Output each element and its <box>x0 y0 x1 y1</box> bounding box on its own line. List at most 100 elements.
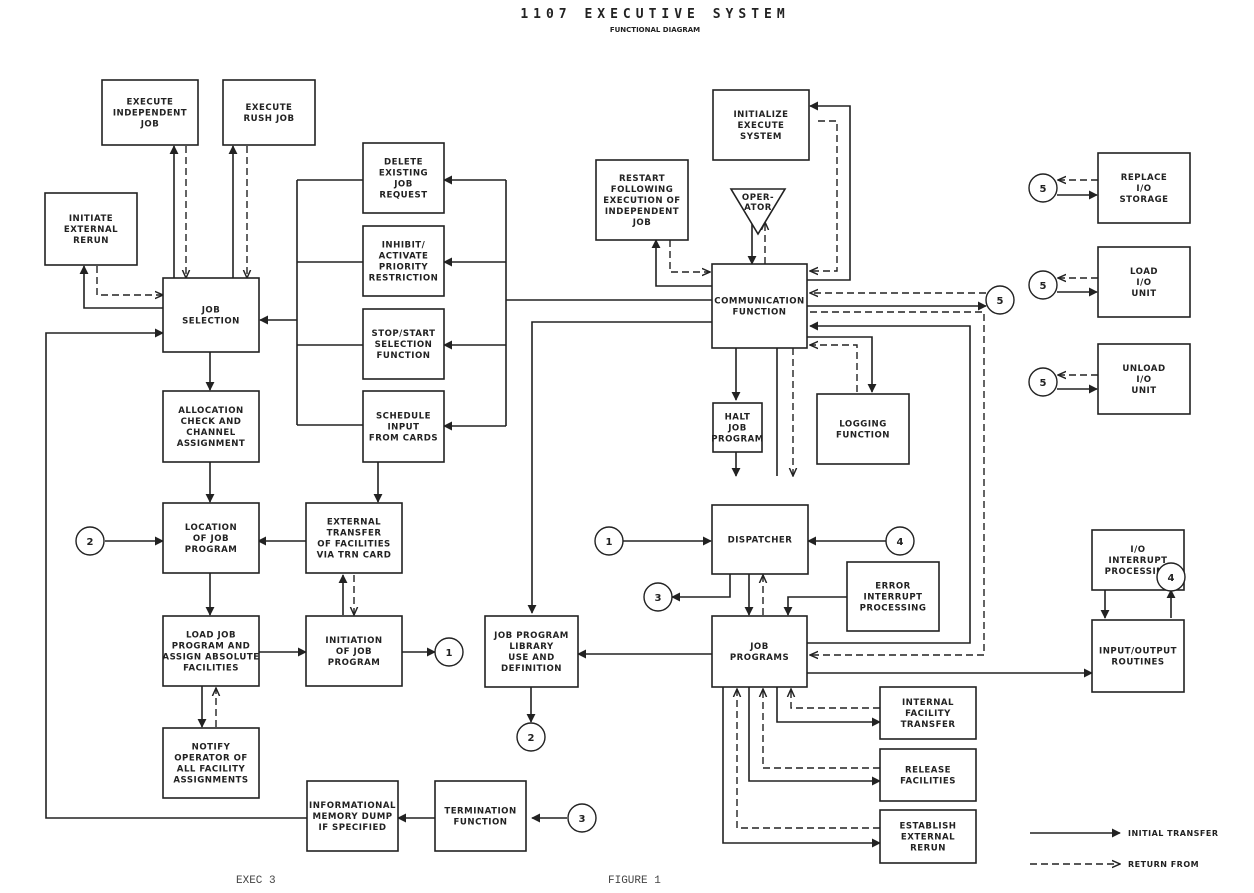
diagram-title: 1107 EXECUTIVE SYSTEM <box>520 7 789 22</box>
box-frame <box>101 79 199 146</box>
box-label-line: FROM CARDS <box>369 434 438 444</box>
operator-triangle[interactable]: OPER- ATOR <box>729 188 787 236</box>
footer-exec: EXEC 3 <box>236 875 276 887</box>
box-label-line: FUNCTION <box>454 818 508 828</box>
box-frame <box>362 225 445 297</box>
connector-number: 4 <box>1168 573 1175 584</box>
box-label-line: ASSIGNMENTS <box>173 776 248 786</box>
connector-1[interactable]: 1 <box>434 637 464 667</box>
box-frame <box>1097 343 1191 415</box>
connector-circle <box>567 803 597 833</box>
connector-number: 1 <box>446 648 453 659</box>
box-frame <box>846 561 940 632</box>
box-label-line: DELETE <box>384 158 423 168</box>
legend: INITIAL TRANSFER RETURN FROM <box>1030 828 1218 869</box>
box-label-line: UNIT <box>1131 386 1156 396</box>
box-label-line: LOAD JOB <box>186 631 236 641</box>
connector-2[interactable]: 2 <box>516 722 546 752</box>
box-label-line: PROGRAM AND <box>172 642 251 652</box>
box-label-line: JOB <box>201 306 221 316</box>
box-label-line: HALT <box>725 413 751 423</box>
footer-figure: FIGURE 1 <box>608 875 661 887</box>
connector-1[interactable]: 1 <box>594 526 624 556</box>
box-label-line: I/O <box>1136 184 1151 194</box>
connector-circle <box>594 526 624 556</box>
connector-3[interactable]: 3 <box>567 803 597 833</box>
box-label-line: TRANSFER <box>901 720 956 730</box>
box-label-line: FOLLOWING <box>611 185 674 195</box>
box-frame <box>879 748 977 802</box>
connector-circle <box>1028 270 1058 300</box>
box-label-line: I/O <box>1130 545 1145 555</box>
connector-4[interactable]: 4 <box>1156 562 1186 592</box>
box-label-line: EXTERNAL <box>64 225 118 235</box>
box-label-line: LIBRARY <box>509 642 554 652</box>
box-label-line: STORAGE <box>1119 195 1168 205</box>
box-label-line: EXECUTE <box>127 98 174 108</box>
box-label-line: INPUT/OUTPUT <box>1099 647 1177 657</box>
connector-2[interactable]: 2 <box>75 526 105 556</box>
connector-4[interactable]: 4 <box>885 526 915 556</box>
box-frame <box>222 79 316 146</box>
connector-5[interactable]: 5 <box>985 285 1015 315</box>
box-label-line: FACILITY <box>905 709 951 719</box>
connector-number: 1 <box>606 537 613 548</box>
box-frame <box>162 615 260 687</box>
box-label-line: PROGRAM <box>328 658 381 668</box>
box-label-line: RELEASE <box>905 766 951 776</box>
box-label-line: SCHEDULE <box>376 412 431 422</box>
box-label-line: IF SPECIFIED <box>319 823 387 833</box>
box-dispatcher[interactable]: DISPATCHER <box>711 504 809 575</box>
box-label-line: TRANSFER <box>327 529 382 539</box>
connector-circle <box>885 526 915 556</box>
box-label-line: OF FACILITIES <box>317 540 391 550</box>
connector-number: 4 <box>897 537 904 548</box>
box-label-line: JOB <box>749 642 769 652</box>
connector-5[interactable]: 5 <box>1028 173 1058 203</box>
box-label-line: LOCATION <box>185 523 237 533</box>
box-label-line: EXECUTE <box>738 121 785 131</box>
connector-5[interactable]: 5 <box>1028 270 1058 300</box>
box-frame <box>711 615 808 688</box>
box-label-line: EXISTING <box>379 169 428 179</box>
box-frame <box>305 502 403 574</box>
connector-3[interactable]: 3 <box>643 582 673 612</box>
connector-number: 3 <box>579 814 586 825</box>
box-label-line: EXTERNAL <box>327 518 381 528</box>
box-frame <box>362 390 445 463</box>
connector-5[interactable]: 5 <box>1028 367 1058 397</box>
